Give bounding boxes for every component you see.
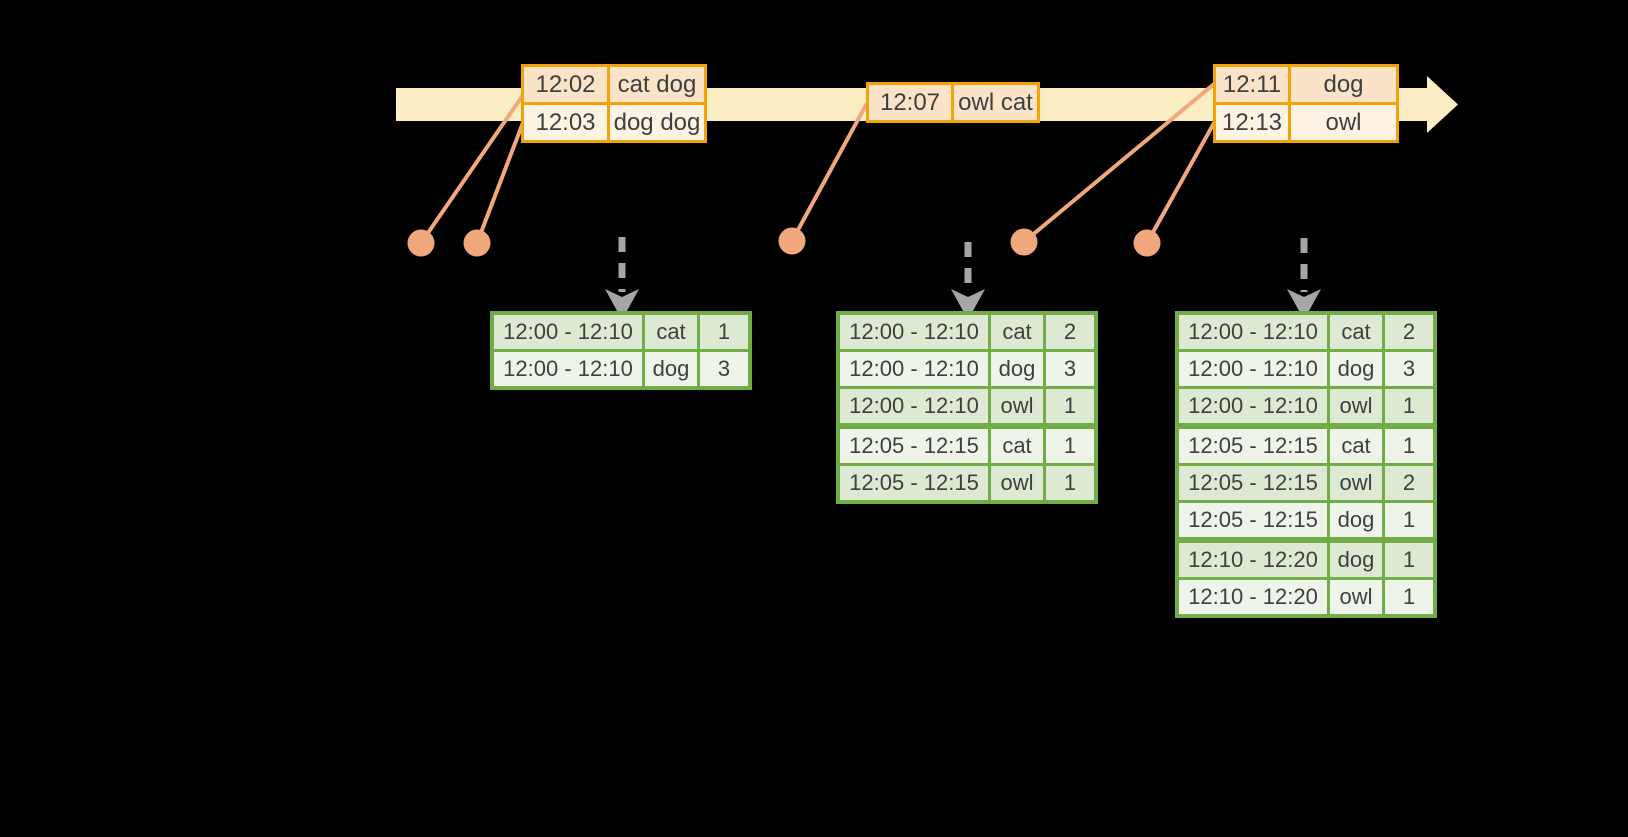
result-row: 12:05 - 12:15 cat 1 (840, 429, 1094, 463)
count-cell: 1 (1046, 466, 1094, 500)
result-table-1: 12:00 - 12:10 cat 1 12:00 - 12:10 dog 3 (490, 311, 752, 390)
event-table-3: 12:11 dog 12:13 owl (1213, 64, 1399, 143)
window-cell: 12:05 - 12:15 (1179, 466, 1327, 500)
window-cell: 12:00 - 12:10 (494, 352, 642, 386)
result-row: 12:05 - 12:15 owl 1 (840, 466, 1094, 500)
count-cell: 1 (1385, 429, 1433, 463)
word-cell: dog (1330, 543, 1382, 577)
event-time-cell: 12:13 (1216, 105, 1288, 140)
event-words-cell: cat dog (610, 67, 704, 102)
result-row: 12:00 - 12:10 owl 1 (840, 389, 1094, 423)
word-cell: dog (1330, 352, 1382, 386)
count-cell: 1 (1385, 543, 1433, 577)
result-row: 12:05 - 12:15 dog 1 (1179, 503, 1433, 537)
result-row: 12:00 - 12:10 dog 3 (494, 352, 748, 386)
result-table-2: 12:00 - 12:10 cat 2 12:00 - 12:10 dog 3 … (836, 311, 1098, 504)
event-connector-line (1145, 121, 1216, 245)
event-row: 12:07 owl cat (869, 85, 1037, 120)
count-cell: 2 (1385, 466, 1433, 500)
result-row: 12:00 - 12:10 cat 1 (494, 315, 748, 349)
window-cell: 12:00 - 12:10 (840, 315, 988, 349)
word-cell: cat (1330, 315, 1382, 349)
event-dot (407, 229, 435, 257)
window-cell: 12:10 - 12:20 (1179, 543, 1327, 577)
event-connector-line (419, 93, 525, 245)
count-cell: 1 (1046, 389, 1094, 423)
event-dot (1133, 229, 1161, 257)
word-cell: owl (991, 389, 1043, 423)
event-words-cell: owl (1291, 105, 1396, 140)
trigger-arrow-head (1287, 289, 1321, 320)
event-time-cell: 12:02 (524, 67, 607, 102)
trigger-arrow (605, 237, 639, 320)
word-cell: dog (991, 352, 1043, 386)
trigger-arrow (1287, 238, 1321, 320)
result-row: 12:00 - 12:10 dog 3 (840, 352, 1094, 386)
word-cell: cat (991, 429, 1043, 463)
count-cell: 2 (1046, 315, 1094, 349)
event-row: 12:13 owl (1216, 105, 1396, 140)
event-dot (778, 227, 806, 255)
count-cell: 1 (1385, 503, 1433, 537)
count-cell: 2 (1385, 315, 1433, 349)
word-cell: owl (991, 466, 1043, 500)
event-words-cell: owl cat (954, 85, 1037, 120)
window-cell: 12:05 - 12:15 (840, 429, 988, 463)
count-cell: 3 (1385, 352, 1433, 386)
trigger-arrow-head (951, 289, 985, 320)
trigger-arrow (951, 242, 985, 320)
event-dot (463, 229, 491, 257)
event-table-1: 12:02 cat dog 12:03 dog dog (521, 64, 707, 143)
window-cell: 12:00 - 12:10 (1179, 315, 1327, 349)
window-cell: 12:00 - 12:10 (840, 389, 988, 423)
window-cell: 12:05 - 12:15 (840, 466, 988, 500)
count-cell: 1 (1046, 429, 1094, 463)
event-connector-line (790, 103, 868, 243)
window-cell: 12:05 - 12:15 (1179, 429, 1327, 463)
event-time-cell: 12:11 (1216, 67, 1288, 102)
result-row: 12:10 - 12:20 owl 1 (1179, 580, 1433, 614)
result-row: 12:10 - 12:20 dog 1 (1179, 543, 1433, 577)
window-cell: 12:00 - 12:10 (494, 315, 642, 349)
trigger-arrow-head (605, 289, 639, 320)
event-words-cell: dog (1291, 67, 1396, 102)
word-cell: cat (991, 315, 1043, 349)
event-time-cell: 12:07 (869, 85, 951, 120)
window-cell: 12:00 - 12:10 (1179, 352, 1327, 386)
word-cell: owl (1330, 466, 1382, 500)
window-cell: 12:10 - 12:20 (1179, 580, 1327, 614)
count-cell: 1 (700, 315, 748, 349)
result-row: 12:00 - 12:10 cat 2 (1179, 315, 1433, 349)
window-cell: 12:05 - 12:15 (1179, 503, 1327, 537)
result-row: 12:00 - 12:10 dog 3 (1179, 352, 1433, 386)
count-cell: 1 (1385, 389, 1433, 423)
word-cell: dog (645, 352, 697, 386)
window-cell: 12:00 - 12:10 (840, 352, 988, 386)
word-cell: cat (1330, 429, 1382, 463)
result-row: 12:05 - 12:15 cat 1 (1179, 429, 1433, 463)
event-table-2: 12:07 owl cat (866, 82, 1040, 123)
result-row: 12:00 - 12:10 cat 2 (840, 315, 1094, 349)
event-row: 12:11 dog (1216, 67, 1396, 102)
word-cell: owl (1330, 389, 1382, 423)
event-row: 12:03 dog dog (524, 105, 704, 140)
word-cell: dog (1330, 503, 1382, 537)
event-dot (1010, 228, 1038, 256)
event-connector-line (475, 118, 526, 245)
count-cell: 3 (1046, 352, 1094, 386)
window-cell: 12:00 - 12:10 (1179, 389, 1327, 423)
event-time-cell: 12:03 (524, 105, 607, 140)
count-cell: 3 (700, 352, 748, 386)
count-cell: 1 (1385, 580, 1433, 614)
result-row: 12:05 - 12:15 owl 2 (1179, 466, 1433, 500)
word-cell: cat (645, 315, 697, 349)
word-cell: owl (1330, 580, 1382, 614)
result-row: 12:00 - 12:10 owl 1 (1179, 389, 1433, 423)
event-words-cell: dog dog (610, 105, 704, 140)
event-row: 12:02 cat dog (524, 67, 704, 102)
event-connector-line (1022, 82, 1216, 244)
result-table-3: 12:00 - 12:10 cat 2 12:00 - 12:10 dog 3 … (1175, 311, 1437, 618)
